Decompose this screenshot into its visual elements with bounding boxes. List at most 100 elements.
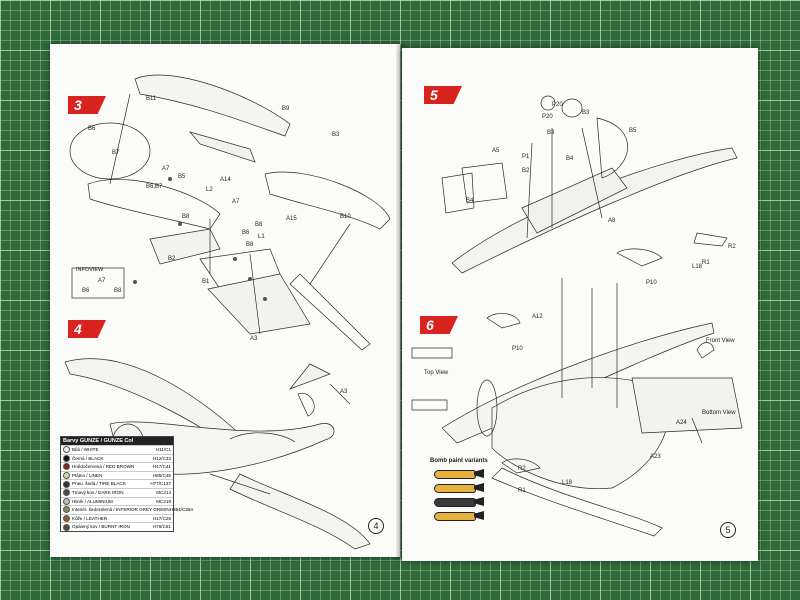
- color-swatch-icon: [63, 463, 70, 471]
- inset-label: A7: [98, 278, 106, 284]
- part-label: B9: [282, 106, 290, 112]
- color-swatch-icon: [63, 506, 70, 514]
- part-label: B5: [629, 128, 637, 134]
- color-code: H77/C137: [150, 481, 171, 487]
- color-row: Bílá / WHITE H11/C1: [61, 445, 173, 454]
- part-label: B4: [466, 198, 474, 204]
- color-name: Pneu. šedá / TIRE BLACK: [72, 481, 126, 487]
- bomb-variant: [430, 497, 488, 507]
- book-spine: [396, 44, 406, 559]
- color-swatch-icon: [63, 515, 70, 523]
- color-swatch-icon: [63, 523, 70, 531]
- part-label: L1: [258, 234, 265, 240]
- bomb-variant: [430, 469, 488, 479]
- step-4-flag: 4: [68, 320, 106, 338]
- color-name: Plátno / LINEN: [72, 472, 103, 478]
- part-label: A3: [340, 389, 348, 395]
- part-label: B3: [547, 130, 555, 136]
- part-label: P1: [522, 154, 530, 160]
- color-name: Tmavý kov / DARK IRON: [72, 489, 124, 495]
- bottom-view-label: Bottom View: [702, 410, 736, 416]
- color-name: Kůže / LEATHER: [72, 515, 108, 521]
- step-6-flag: 6: [420, 316, 458, 334]
- color-code: H364/C364: [169, 507, 193, 513]
- part-label: B3: [582, 110, 590, 116]
- part-label: R2: [518, 466, 526, 472]
- assembly-drawing-right: [411, 95, 743, 537]
- color-code: MC218: [156, 498, 171, 504]
- part-label: L2: [206, 187, 213, 193]
- part-label: B2: [168, 256, 176, 262]
- page-number: 5: [720, 522, 736, 538]
- part-label: B6,B7: [146, 184, 163, 190]
- step-3-flag: 3: [68, 96, 106, 114]
- part-label: B8: [182, 214, 190, 220]
- inset-label: B8: [114, 288, 122, 294]
- color-code: H12/C33: [152, 455, 171, 461]
- color-swatch-icon: [63, 497, 70, 505]
- part-label: A5: [492, 148, 500, 154]
- color-code: H76/C61: [152, 524, 171, 530]
- part-label: B8: [246, 242, 254, 248]
- instruction-page-left: 3 4 B11 B9 B6 B7 B6,B7 A7 B5 B8 A14 L2 L…: [50, 44, 400, 557]
- part-label: A3: [250, 336, 258, 342]
- part-label: B4: [566, 156, 574, 162]
- part-label: R1: [518, 488, 526, 494]
- part-label: L18: [692, 264, 703, 270]
- part-label: R2: [728, 244, 736, 250]
- color-swatch-icon: [63, 489, 70, 497]
- color-row: Hnědočervená / RED BROWN H47/C41: [61, 462, 173, 471]
- part-label: P10: [512, 346, 523, 352]
- color-name: Interiér. šedozelená / INTERIOR GREY GRE…: [72, 507, 170, 513]
- color-table-header: Barvy GUNZE / GUNZE Col: [61, 437, 173, 445]
- paint-color-table: Barvy GUNZE / GUNZE Col Bílá / WHITE H11/…: [60, 436, 193, 532]
- color-row: Interiér. šedozelená / INTERIOR GREY GRE…: [61, 505, 193, 514]
- front-view-label: Front View: [706, 338, 735, 344]
- color-swatch-icon: [63, 446, 70, 454]
- bomb-variant: [430, 511, 488, 521]
- part-label: B11: [146, 96, 157, 102]
- color-swatch-icon: [63, 472, 70, 480]
- part-label: P20: [552, 102, 563, 108]
- inset-label: B6: [82, 288, 90, 294]
- color-row: Hliník / ALUMINIUM MC218: [61, 496, 173, 506]
- color-code: H47/C41: [152, 464, 171, 470]
- part-label: B3: [332, 132, 340, 138]
- part-label: B6: [88, 126, 96, 132]
- color-name: Bílá / WHITE: [72, 447, 99, 452]
- part-label: B2: [522, 168, 530, 174]
- part-label: A12: [532, 314, 543, 320]
- part-label: A24: [676, 420, 687, 426]
- color-name: Hnědočervená / RED BROWN: [72, 464, 135, 470]
- color-row: Tmavý kov / DARK IRON MC214: [61, 487, 173, 497]
- part-label: B7: [112, 150, 120, 156]
- part-label: P20: [542, 114, 553, 120]
- color-row: Opálený kov / BURNT IRON H76/C61: [61, 522, 173, 531]
- page-number: 4: [368, 518, 384, 534]
- color-code: H17/C29: [152, 515, 171, 521]
- color-row: Pneu. šedá / TIRE BLACK H77/C137: [61, 479, 173, 488]
- part-label: B5: [178, 174, 186, 180]
- instruction-page-right: 5 6 P20 P20 B3 A5 B3 P1 B5 B4 B2 B4 A8 R…: [402, 48, 758, 561]
- color-swatch-icon: [63, 480, 70, 488]
- part-label: B1: [202, 279, 210, 285]
- part-label: A15: [286, 216, 297, 222]
- part-label: A23: [650, 454, 661, 460]
- color-code: H11/C1: [155, 447, 171, 452]
- color-code: MC214: [156, 489, 171, 495]
- part-label: A8: [608, 218, 616, 224]
- bomb-section-title: Bomb paint variants: [430, 458, 488, 464]
- color-name: Opálený kov / BURNT IRON: [72, 524, 130, 530]
- bomb-variant: [430, 483, 488, 493]
- step-5-flag: 5: [424, 86, 462, 104]
- part-label: A7: [162, 166, 170, 172]
- top-view-label: Top View: [424, 370, 449, 376]
- part-label: L18: [562, 480, 573, 486]
- part-label: B10: [340, 214, 351, 220]
- part-label: B6: [242, 230, 250, 236]
- inset-title: INFOVIEW: [76, 267, 104, 273]
- bomb-paint-variants: Bomb paint variants: [430, 458, 500, 521]
- color-name: Hliník / ALUMINIUM: [72, 498, 113, 504]
